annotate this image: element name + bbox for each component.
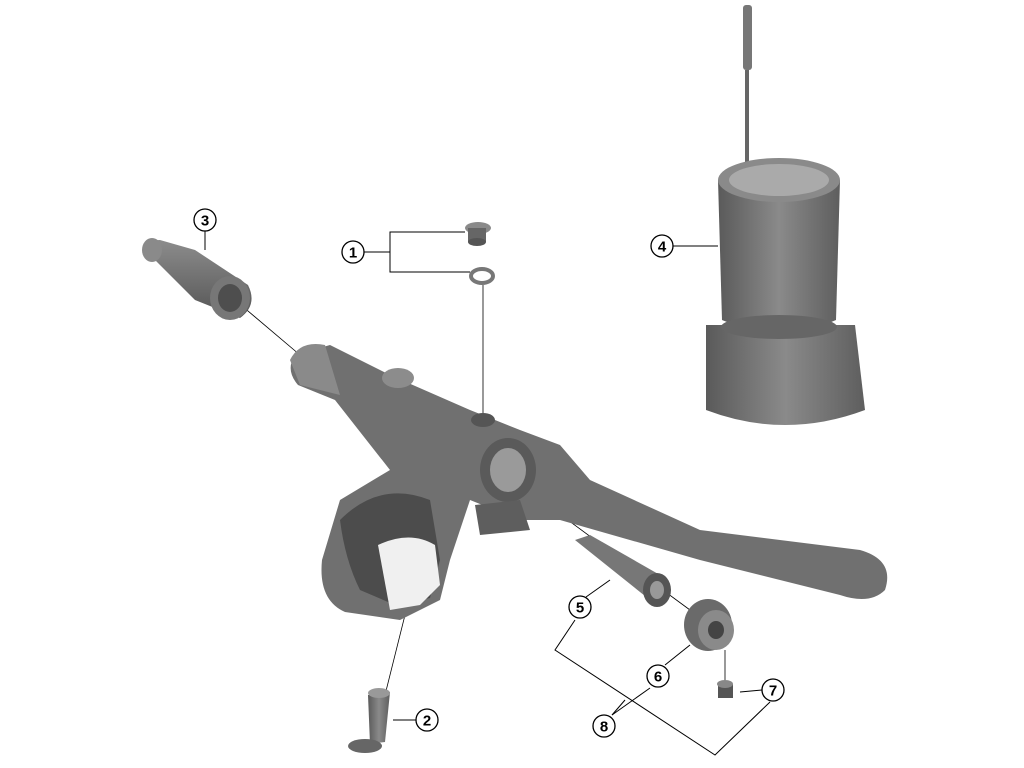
svg-text:6: 6 xyxy=(654,669,662,686)
svg-text:7: 7 xyxy=(769,683,777,700)
callout-6: 6 xyxy=(646,664,670,688)
part-5-sleeve xyxy=(575,535,671,607)
leader-lines xyxy=(204,231,771,756)
part-6-plug xyxy=(684,599,734,651)
svg-text:8: 8 xyxy=(600,719,608,736)
part-7-cap xyxy=(717,680,733,698)
svg-text:5: 5 xyxy=(576,600,584,617)
svg-text:3: 3 xyxy=(201,213,209,230)
callout-4: 4 xyxy=(650,234,674,258)
callout-1: 1 xyxy=(341,240,365,264)
part-1-screw-oring xyxy=(465,222,495,285)
part-3-sleeve xyxy=(142,238,252,320)
part-2-pin xyxy=(348,688,390,753)
callout-7: 7 xyxy=(761,678,785,702)
svg-text:4: 4 xyxy=(658,239,667,256)
lever-body xyxy=(290,344,888,620)
svg-text:2: 2 xyxy=(423,713,431,730)
part-4-funnel xyxy=(706,5,865,425)
callout-3: 3 xyxy=(193,208,217,232)
svg-text:1: 1 xyxy=(349,245,357,262)
callout-5: 5 xyxy=(568,595,592,619)
callout-8: 8 xyxy=(592,714,616,738)
callout-2: 2 xyxy=(415,708,439,732)
